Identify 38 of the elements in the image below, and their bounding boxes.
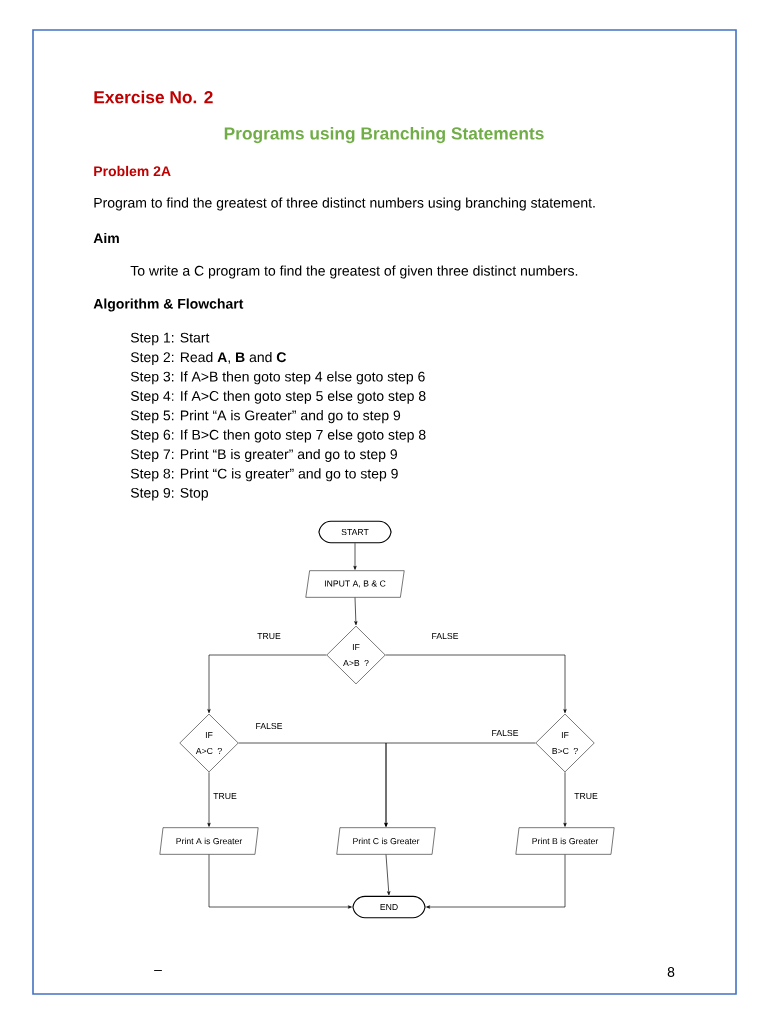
algorithm-step: Step 9: Stop bbox=[130, 487, 208, 501]
edge-label: FALSE bbox=[430, 631, 460, 641]
input-parallelogram: INPUT A, B & C bbox=[305, 570, 405, 598]
algorithm-step: Step 5: Print “A is Greater” and go to step 9 bbox=[130, 410, 401, 424]
output-parallelogram: Print B is Greater bbox=[515, 827, 615, 855]
output-parallelogram: Print A is Greater bbox=[159, 827, 259, 855]
arrow bbox=[208, 854, 352, 909]
subheading: Aim bbox=[93, 232, 119, 244]
arrow bbox=[353, 542, 357, 570]
page-footer-text: – bbox=[154, 970, 162, 971]
subheading: Problem 2A bbox=[94, 165, 171, 177]
algorithm-step: Step 3: If A>B then goto step 4 else goto step 6 bbox=[130, 371, 425, 385]
paragraph: To write a C program to find the greatest of given three distinct numbers. bbox=[130, 265, 578, 279]
algorithm-step: Step 1: Start bbox=[130, 332, 210, 346]
edge-label: TRUE bbox=[572, 791, 600, 801]
algorithm-step: Step 4: If A>C then goto step 5 else goto step 8 bbox=[130, 390, 426, 404]
arrow bbox=[354, 597, 358, 626]
page-number: 8 bbox=[667, 967, 675, 977]
arrow bbox=[207, 654, 327, 714]
heading: Exercise No. 2 bbox=[94, 90, 213, 104]
algorithm-step: Step 8: Print “C is greater” and go to step 9 bbox=[130, 468, 398, 482]
paragraph: Program to find the greatest of three distinct numbers using branching statement. bbox=[94, 197, 595, 211]
edge-label: FALSE bbox=[254, 721, 284, 731]
output-parallelogram: Print C is Greater bbox=[336, 827, 436, 855]
arrow bbox=[384, 742, 536, 827]
subheading: Algorithm & Flowchart bbox=[93, 298, 244, 312]
arrow bbox=[563, 771, 567, 827]
arrow bbox=[385, 654, 567, 714]
arrow bbox=[207, 771, 211, 827]
arrow bbox=[426, 854, 566, 909]
edge-label: TRUE bbox=[255, 631, 283, 641]
algorithm-step: Step 7: Print “B is greater” and go to step 9 bbox=[130, 448, 397, 462]
heading: Programs using Branching Statements bbox=[224, 126, 544, 144]
edge-label: FALSE bbox=[490, 728, 520, 738]
edge-label: TRUE bbox=[211, 791, 239, 801]
algorithm-step: Step 6: If B>C then goto step 7 else goto step 8 bbox=[130, 429, 426, 443]
arrow bbox=[385, 854, 391, 896]
algorithm-step: Step 2: Read A, B and C bbox=[130, 351, 287, 365]
